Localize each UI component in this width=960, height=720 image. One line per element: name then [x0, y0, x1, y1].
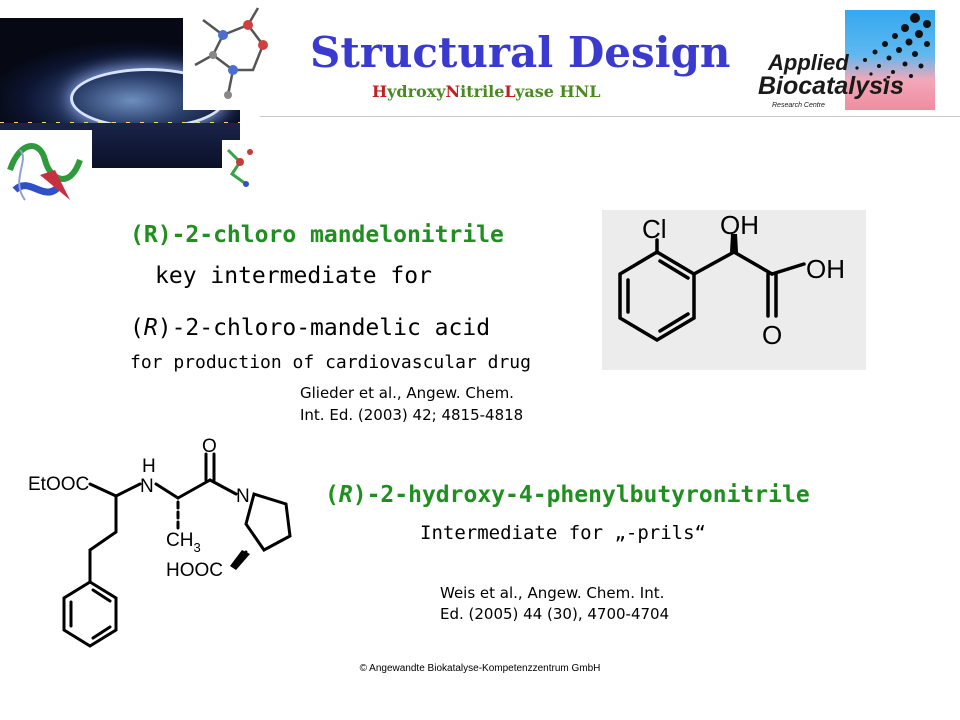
compound2-description: Intermediate for „-prils“ — [420, 522, 706, 544]
header-divider — [260, 116, 960, 117]
molecule-model-image — [183, 0, 275, 110]
struct2-n2-label: N — [236, 486, 250, 507]
compound1-name: (R)-2-chloro mandelonitrile — [130, 222, 504, 248]
struct1-oh-right-label: OH — [806, 254, 845, 284]
struct2-n1-label: N — [140, 476, 154, 497]
logo-text-research-centre: Research Centre — [772, 102, 825, 109]
reference-2: Weis et al., Angew. Chem. Int. Ed. (2005… — [440, 584, 670, 623]
reference-1: Glieder et al., Angew. Chem. Int. Ed. (2… — [300, 384, 524, 424]
page-subtitle: HydroxyNitrileLyase HNL — [372, 82, 601, 101]
logo-text-applied: Applied — [768, 50, 849, 75]
footer-copyright: © Angewandte Biokatalyse-Kompetenzzentru… — [359, 663, 601, 674]
protein-ribbon-image — [0, 130, 92, 215]
compound1-use: for production of cardiovascular drug — [130, 352, 531, 373]
compound2-name: (R)-2-hydroxy-4-phenylbutyronitrile — [325, 482, 810, 508]
logo-text-biocatalysis: Biocatalysis — [758, 72, 904, 100]
logo-color-block — [845, 10, 935, 110]
small-molecule-thumbnail — [222, 140, 258, 190]
struct2-o-label: O — [202, 436, 217, 457]
struct2-etooc-label: EtOOC — [28, 474, 89, 495]
struct1-cl-label: Cl — [642, 214, 667, 244]
page-title: Structural Design — [310, 28, 731, 77]
chloromandelic-acid-structure: Cl OH OH O — [602, 210, 866, 370]
struct2-h-label: H — [142, 456, 156, 477]
compound1-description: key intermediate for — [155, 263, 432, 289]
struct2-ch3-label: CH3 — [166, 530, 201, 555]
struct1-oh-top-label: OH — [720, 210, 759, 240]
compound1-product: (R)-2-chloro-mandelic acid — [130, 315, 491, 341]
struct2-hooc-label: HOOC — [166, 560, 223, 581]
struct1-o-label: O — [762, 320, 782, 350]
enalapril-structure: EtOOC H N O N CH3 HOOC — [28, 432, 318, 668]
applied-biocatalysis-logo: Applied Biocatalysis Research Centre — [750, 10, 936, 110]
